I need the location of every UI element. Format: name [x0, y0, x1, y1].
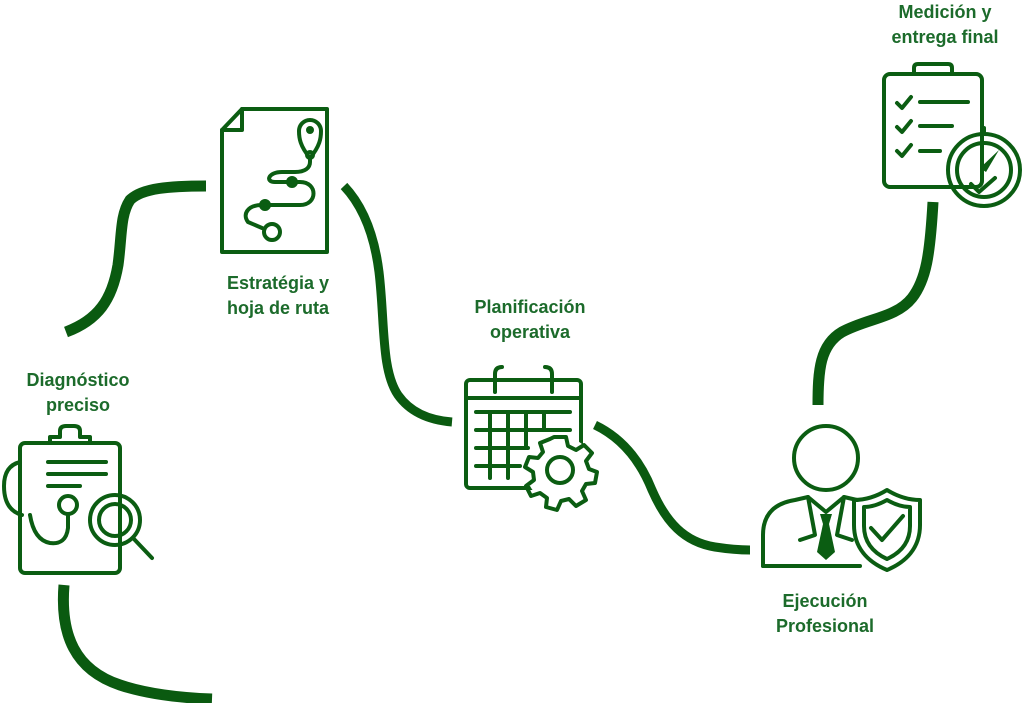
step-label-estrategia: Estratégia y hoja de ruta [208, 271, 348, 321]
step-label-line: Profesional [775, 616, 875, 636]
step-label-line: Ejecución [782, 591, 868, 611]
step-label-line: entrega final [891, 27, 999, 47]
step-label-diagnostico: Diagnóstico preciso [8, 368, 148, 418]
document-roadmap-icon [220, 107, 329, 254]
step-label-line: Planificación [474, 297, 586, 317]
step-label-line: Medición y [898, 2, 992, 22]
connector-tail-start [57, 584, 213, 703]
connectors [57, 180, 939, 703]
step-label-ejecucion: Ejecución Profesional [755, 589, 895, 639]
step-label-line: preciso [45, 395, 111, 415]
calendar-gear-icon [464, 365, 599, 512]
clipboard-stethoscope-magnifier-icon [2, 424, 154, 575]
step-label-medicion: Medición y entrega final [870, 0, 1020, 50]
professional-shield-icon [761, 424, 922, 572]
connector-estrategia-planificacion [340, 182, 453, 427]
step-label-planificacion: Planificación operativa [455, 295, 605, 345]
connector-diagnostico-estrategia [63, 180, 207, 338]
step-label-line: hoja de ruta [226, 298, 329, 318]
step-label-line: operativa [489, 322, 571, 342]
connector-planificacion-ejecucion [592, 420, 751, 555]
step-label-line: Diagnóstico [26, 370, 130, 390]
connector-ejecucion-medicion [812, 201, 939, 406]
step-label-line: Estratégia y [226, 273, 330, 293]
checklist-gauge-icon [882, 62, 1022, 208]
